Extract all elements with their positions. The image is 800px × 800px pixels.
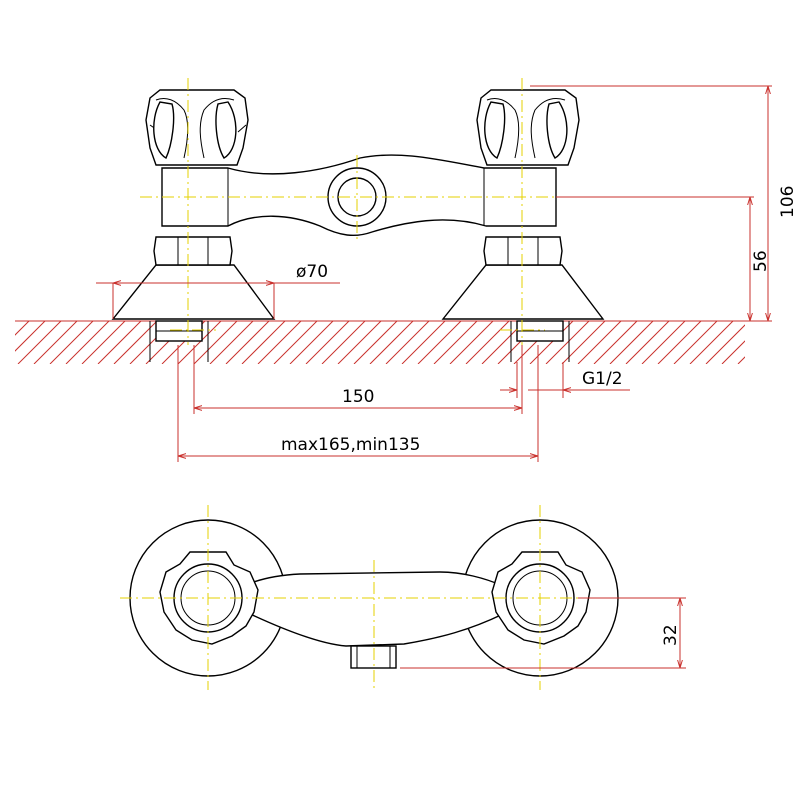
wall-hatch-line [465, 321, 510, 364]
wall-hatch-line [81, 321, 126, 364]
thread-label: G1/2 [582, 369, 623, 389]
right-flange [441, 264, 605, 320]
wall-section [0, 320, 797, 364]
wall-hatch-line [15, 321, 30, 336]
wall-hatch-line [577, 321, 622, 364]
wall-hatch-line [625, 321, 670, 364]
wall-hatch-line [417, 321, 462, 364]
left-hex-nut [153, 236, 233, 266]
dimension-outlet-offset: 32 [400, 597, 686, 669]
wall-hatch-line [0, 321, 13, 364]
wall-hatch-line [337, 321, 382, 364]
dimension-center-distance: 150 [193, 345, 523, 414]
right-handle [476, 89, 580, 166]
center-distance-label: 150 [342, 387, 374, 407]
wall-hatch-line [673, 321, 718, 364]
wall-hatch-line [225, 321, 270, 364]
wall-hatch-line [721, 340, 745, 364]
wall-hatch-line [609, 321, 654, 364]
dimension-flange-diameter: ø70 [96, 262, 340, 319]
left-pipe-stub [149, 320, 209, 362]
wall-hatch-line [305, 321, 350, 364]
wall-hatch-line [593, 321, 638, 364]
wall-hatch-line [689, 321, 734, 364]
wall-hatch-line [353, 321, 398, 364]
wall-hatch-line [385, 321, 430, 364]
dimension-overall-height: 106 [530, 85, 798, 322]
wall-hatch-line [705, 324, 745, 364]
wall-hatch-line [561, 321, 606, 364]
dimension-axis-height: 56 [556, 196, 771, 321]
left-flange [111, 264, 276, 320]
axis-height-label: 56 [751, 250, 771, 272]
wall-hatch-line [754, 321, 797, 364]
wall-hatch-line [33, 321, 78, 364]
center-range-label: max165,min135 [281, 435, 420, 455]
dimension-thread: G1/2 [500, 362, 630, 398]
wall-hatch-line [209, 321, 254, 364]
left-handle [145, 89, 249, 166]
wall-hatch-line [273, 321, 318, 364]
flange-diameter-label: ø70 [296, 262, 328, 282]
wall-hatch-line [17, 321, 62, 364]
wall-hatch-line [401, 321, 446, 364]
wall-hatch-line [545, 321, 590, 364]
dimension-center-range: max165,min135 [177, 345, 539, 462]
wall-hatch-line [15, 321, 46, 352]
right-hex-nut [483, 236, 563, 266]
wall-hatch-line [257, 321, 302, 364]
wall-hatch-line [369, 321, 414, 364]
front-view [111, 89, 605, 362]
wall-hatch-line [529, 321, 574, 364]
outlet-offset-label: 32 [661, 624, 681, 646]
overall-height-label: 106 [778, 186, 798, 218]
right-pipe-stub [510, 320, 570, 362]
wall-hatch-line [177, 321, 222, 364]
top-centerlines [120, 505, 630, 690]
wall-hatch-line [433, 321, 478, 364]
wall-hatch-line [641, 321, 686, 364]
wall-hatch-line [737, 356, 745, 364]
wall-hatch-line [449, 321, 494, 364]
wall-hatch-line [193, 321, 238, 364]
wall-hatch-line [321, 321, 366, 364]
front-centerlines [140, 78, 575, 345]
wall-hatch-line [289, 321, 334, 364]
wall-hatch-line [49, 321, 94, 364]
wall-hatch-line [657, 321, 702, 364]
wall-hatch-line [97, 321, 142, 364]
mixer-body [161, 154, 557, 237]
wall-hatch-line [241, 321, 286, 364]
wall-hatch-line [113, 321, 158, 364]
wall-hatch-line [65, 321, 110, 364]
